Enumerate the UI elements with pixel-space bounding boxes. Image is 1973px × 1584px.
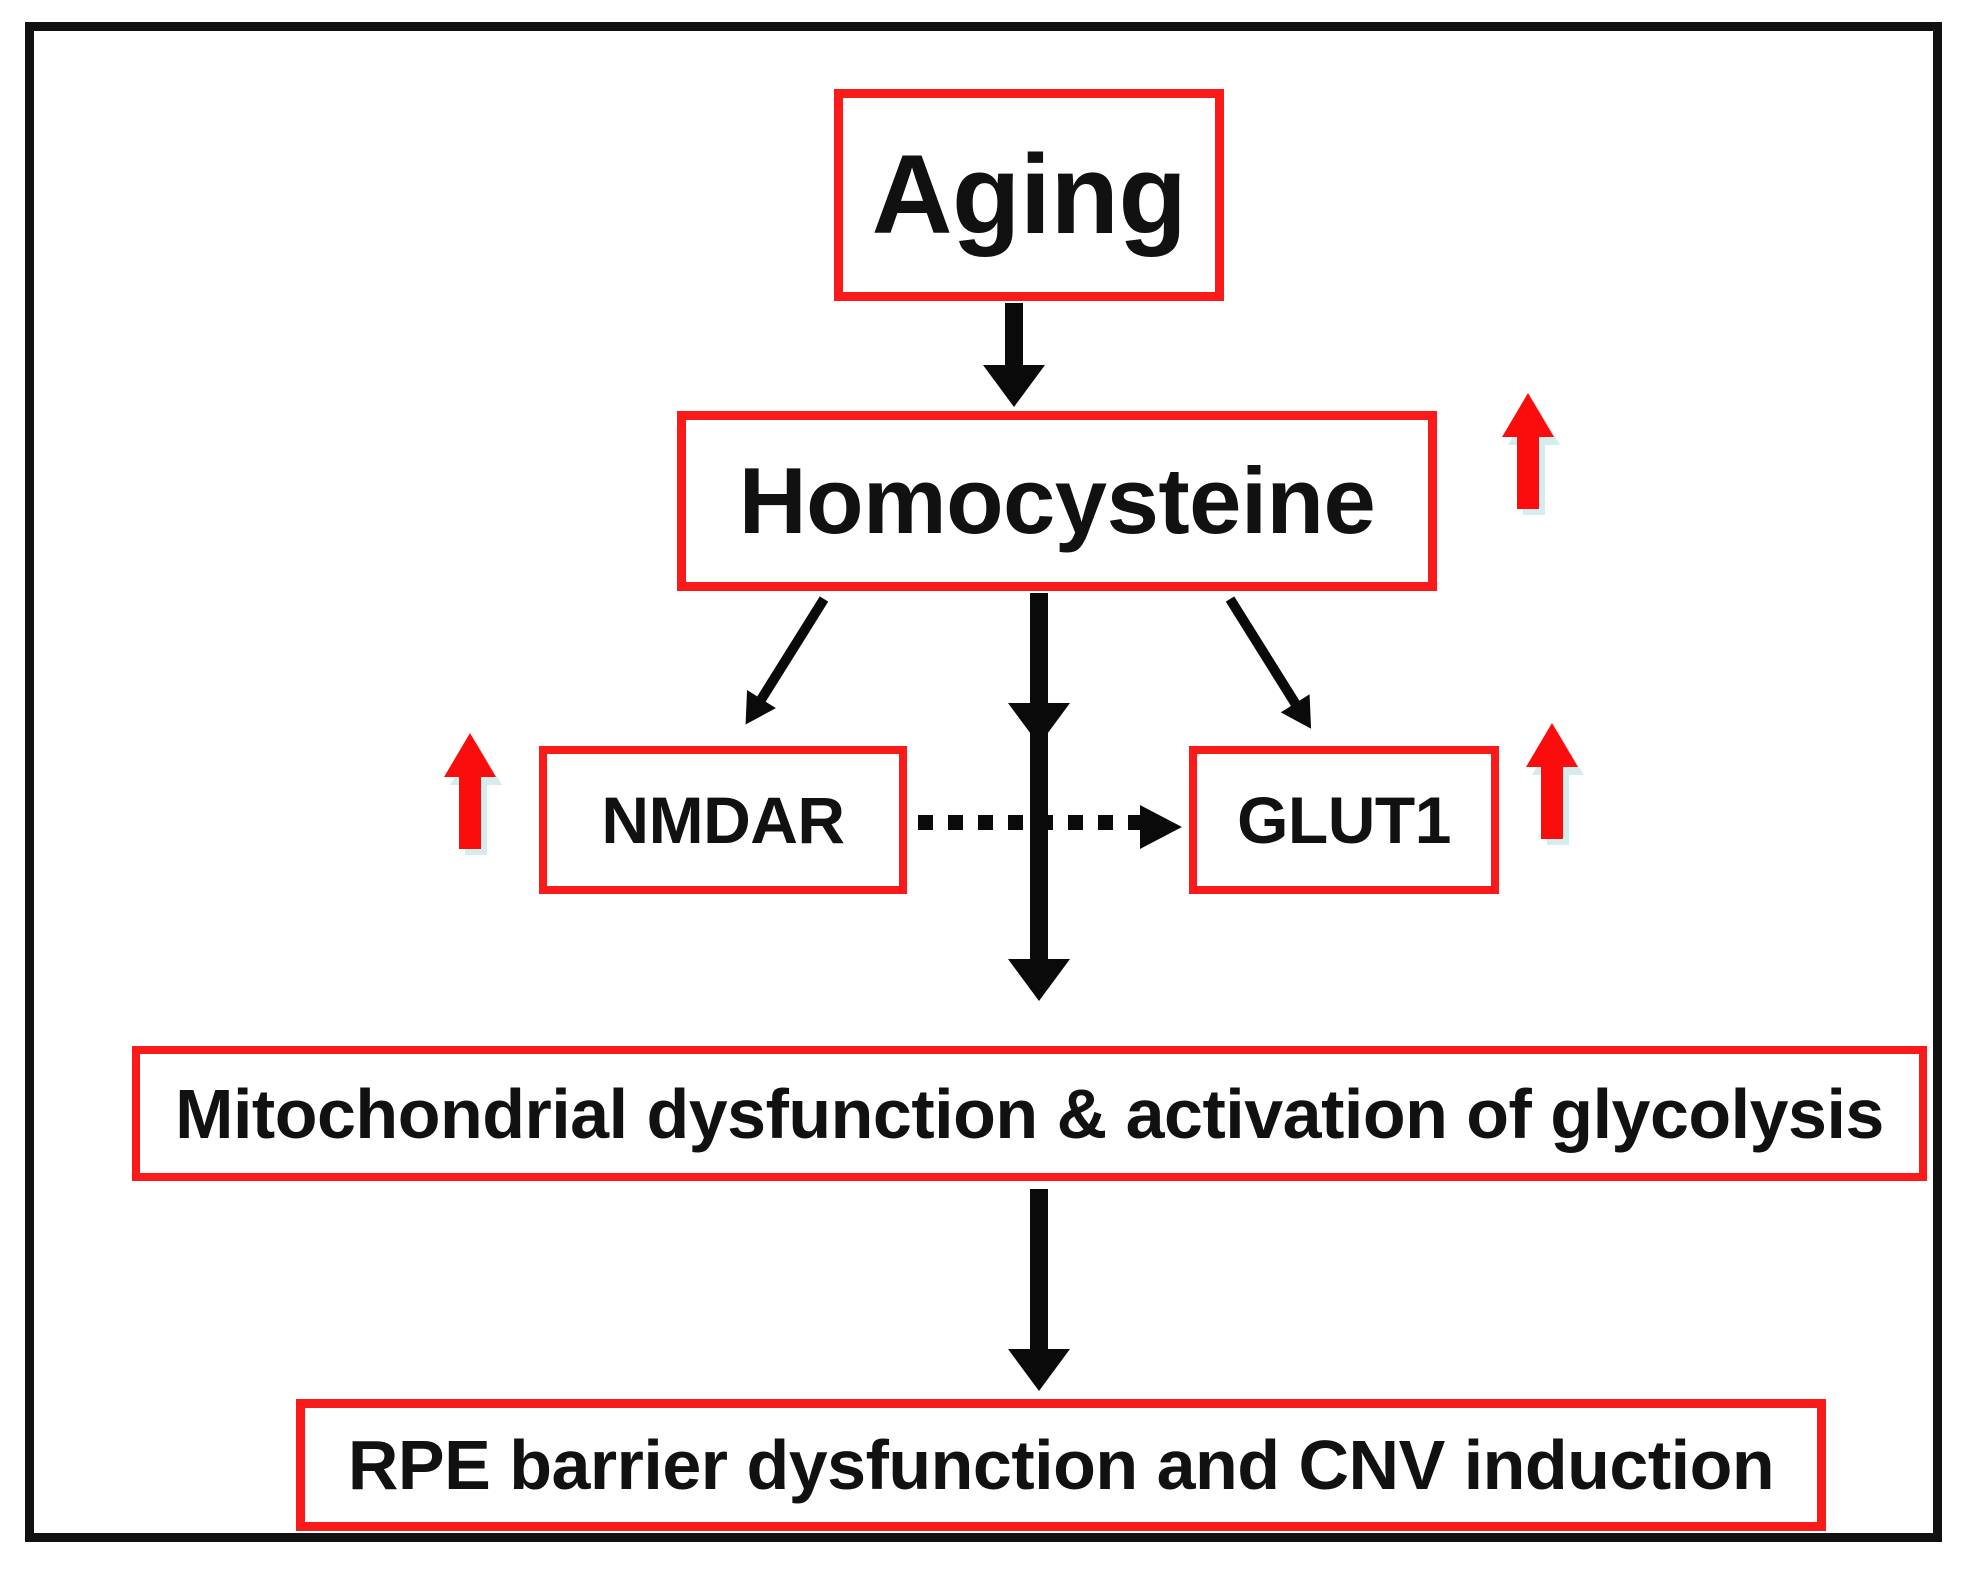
arrow-shaft (1005, 303, 1023, 365)
red-up-arrow-icon-nmdar (444, 733, 502, 855)
arrow-head (1008, 1349, 1070, 1391)
arrow-shaft (1030, 1189, 1048, 1349)
arrow-shaft (753, 596, 829, 708)
node-aging: Aging (834, 89, 1224, 301)
arrow-head (1140, 805, 1182, 849)
arrow-shaft (1225, 596, 1304, 712)
figure-outer-frame: Aging Homocysteine (25, 22, 1942, 1542)
arrow-shaft (1030, 593, 1048, 703)
node-rpe-barrier-dysfunction: RPE barrier dysfunction and CNV inductio… (296, 1399, 1826, 1531)
node-nmdar-label: NMDAR (601, 783, 845, 857)
node-mitochondrial-dysfunction: Mitochondrial dysfunction & activation o… (132, 1046, 1927, 1181)
red-up-arrow-icon-homocysteine (1502, 393, 1560, 515)
node-homocysteine: Homocysteine (677, 411, 1437, 591)
node-aging-label: Aging (871, 132, 1187, 257)
node-homocysteine-label: Homocysteine (738, 448, 1376, 553)
up-arrow-stem (1517, 427, 1539, 509)
node-glut1-label: GLUT1 (1237, 783, 1451, 857)
up-arrow-stem (459, 767, 481, 849)
red-up-arrow-icon-glut1 (1526, 723, 1584, 845)
arrow-nmdar-to-glut1-dotted (918, 805, 1190, 849)
arrow-dots (918, 815, 1140, 830)
arrow-head (731, 690, 776, 734)
node-nmdar: NMDAR (539, 746, 907, 894)
arrow-head (983, 365, 1045, 407)
up-arrow-stem (1541, 757, 1563, 839)
arrow-shaft (1030, 731, 1048, 959)
diagram-canvas: Aging Homocysteine (34, 31, 1933, 1533)
arrow-head (1008, 959, 1070, 1001)
node-mitochondrial-label: Mitochondrial dysfunction & activation o… (175, 1074, 1884, 1153)
node-rpe-label: RPE barrier dysfunction and CNV inductio… (347, 1426, 1775, 1504)
node-glut1: GLUT1 (1189, 746, 1499, 894)
